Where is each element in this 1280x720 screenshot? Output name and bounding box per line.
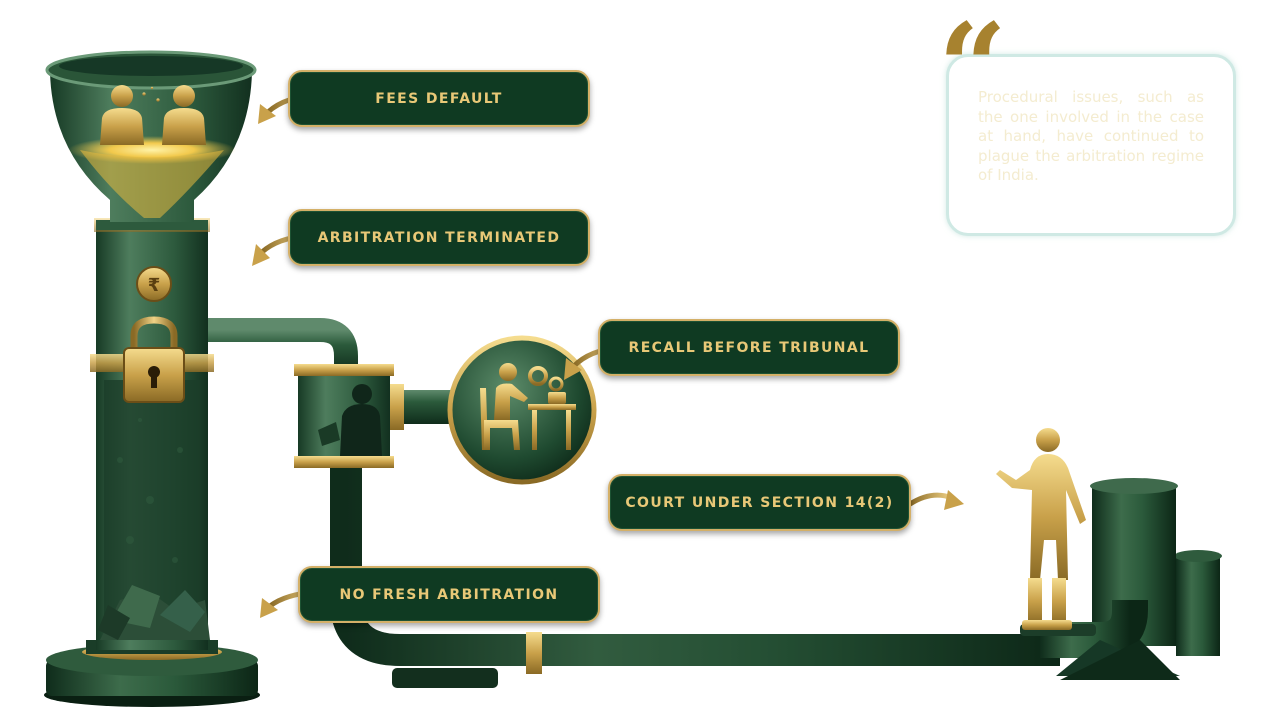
person-silhouette-icon xyxy=(318,384,382,456)
label-arbitration-terminated: ARBITRATION TERMINATED xyxy=(288,209,590,266)
label-fees-default: FEES DEFAULT xyxy=(288,70,590,127)
person-at-desk-icon xyxy=(480,363,576,450)
tribunal-disc xyxy=(447,335,597,485)
svg-text:₹: ₹ xyxy=(148,275,161,296)
quote-mark-icon: “ xyxy=(938,0,1008,138)
arrow-court-icon xyxy=(907,490,964,510)
quote-card xyxy=(946,54,1236,236)
label-no-fresh-arbitration: NO FRESH ARBITRATION xyxy=(298,566,600,623)
label-court-under-section: COURT UNDER SECTION 14(2) xyxy=(608,474,911,531)
outlet-pipes xyxy=(1020,478,1222,680)
rocks-icon xyxy=(98,585,210,640)
quote-text: Procedural issues, such as the one invol… xyxy=(978,88,1204,184)
tower-funnel xyxy=(45,50,257,222)
golden-statue-icon xyxy=(996,428,1086,630)
connector-pipe xyxy=(208,318,358,372)
people-meeting-icon xyxy=(100,85,206,145)
rupee-coin-icon: ₹ xyxy=(136,266,172,302)
tower-column xyxy=(94,218,210,650)
reviewer-box xyxy=(294,364,394,468)
padlock-icon xyxy=(90,316,214,403)
label-recall-before-tribunal: RECALL BEFORE TRIBUNAL xyxy=(598,319,900,376)
tower-base xyxy=(44,640,260,707)
